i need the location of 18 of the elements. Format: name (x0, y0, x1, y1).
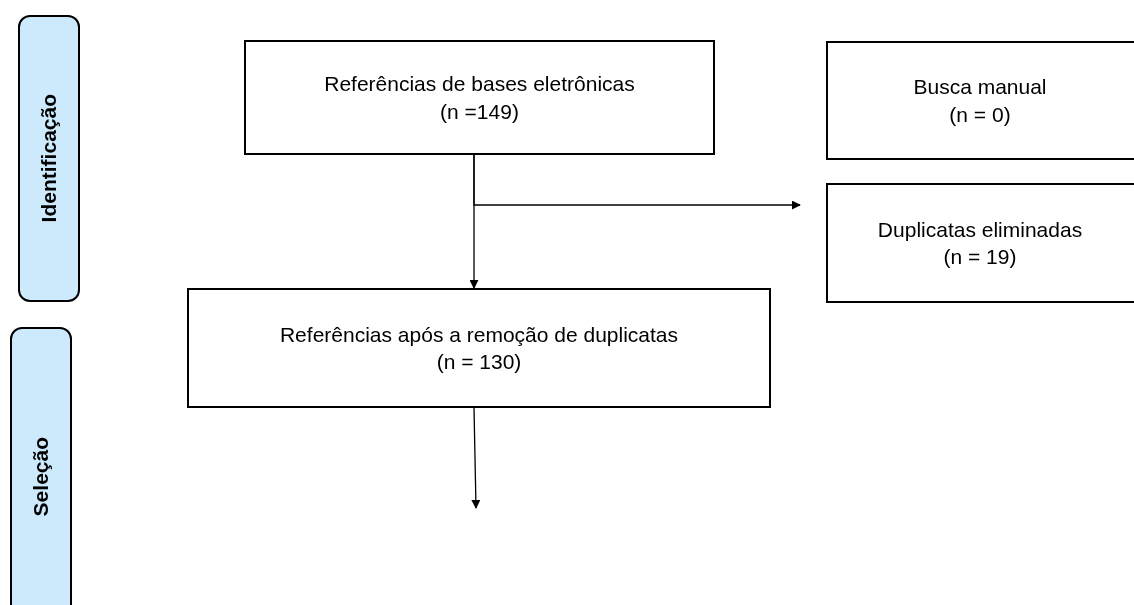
phase-band (18, 15, 80, 302)
count-text: (n = 0) (949, 101, 1011, 128)
count-text: (n = 130) (436, 349, 522, 375)
count-text: (n =149) (440, 98, 519, 125)
phase-label: Seleção (28, 437, 54, 517)
phase-label: Identificação (36, 94, 62, 223)
phase-band (10, 327, 72, 605)
box-title: Referências de bases eletrônicas (324, 71, 635, 98)
box-title: Duplicatas eliminadas (877, 216, 1083, 243)
process-box (244, 40, 715, 155)
box-title: Referências após a remoção de duplicatas (279, 321, 679, 348)
process-box (826, 183, 1134, 303)
arrow (471, 407, 481, 509)
count-text: (n = 19) (943, 244, 1017, 270)
arrow (473, 154, 801, 210)
process-box (187, 288, 771, 408)
box-title: Busca manual (913, 74, 1047, 101)
process-box (826, 41, 1134, 160)
